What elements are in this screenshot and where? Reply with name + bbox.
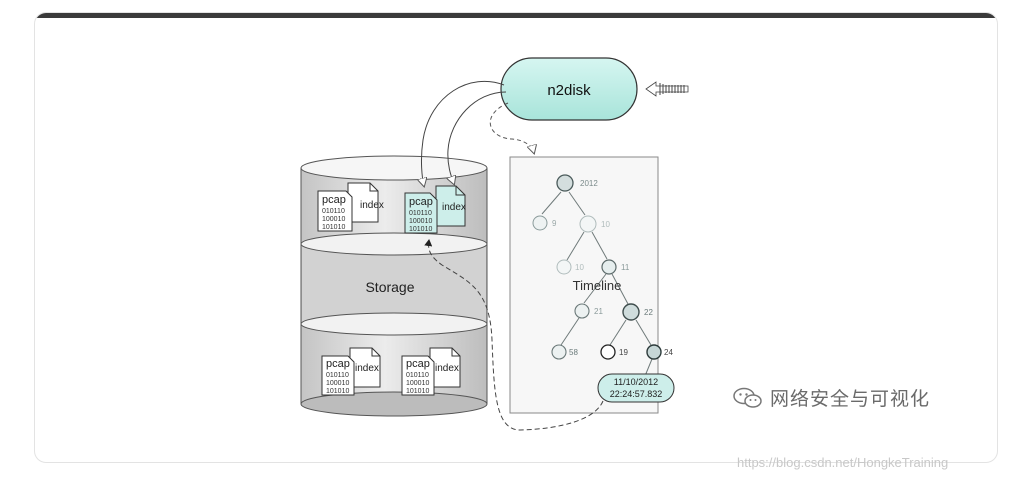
- tree-node-label: 22: [644, 308, 653, 317]
- pcap-bits-line: 100010: [409, 218, 432, 225]
- watermark-brand: 网络安全与可视化: [770, 388, 931, 410]
- pcap-label: pcap: [326, 358, 350, 370]
- pcap-bits-line: 101010: [409, 226, 432, 233]
- timeline-panel: [509, 156, 659, 414]
- n2disk-label: n2disk: [547, 82, 591, 99]
- tree-node-label: 11: [621, 263, 630, 272]
- pcap-bits-line: 101010: [326, 388, 349, 395]
- tree-node-label: 19: [619, 348, 628, 357]
- storage-label: Storage: [365, 279, 414, 295]
- pcap-label: pcap: [409, 196, 433, 208]
- tree-node: [646, 344, 662, 360]
- index-label: index: [435, 363, 459, 374]
- pcap-bits-line: 100010: [406, 380, 429, 387]
- tree-node-label: 58: [569, 348, 578, 357]
- timestamp-badge: 11/10/2012 22:24:57.832: [597, 373, 675, 403]
- tree-node: [622, 303, 640, 321]
- wechat-icon: [733, 387, 762, 408]
- timestamp-date: 11/10/2012: [614, 377, 658, 387]
- card-top-border: [35, 13, 997, 18]
- pcap-bits-line: 100010: [322, 216, 345, 223]
- tree-node: [532, 215, 548, 231]
- pcap-index-file-group: index pcap 010110 100010 101010: [401, 347, 461, 396]
- pcap-label: pcap: [322, 194, 346, 206]
- pcap-bits-line: 010110: [406, 372, 429, 379]
- index-label: index: [355, 363, 379, 374]
- timeline-tree-edges: [541, 191, 653, 377]
- pcap-bits-line: 010110: [409, 210, 432, 217]
- active-pcap-index-file-group: index pcap 010110 100010 101010: [404, 185, 466, 234]
- timeline-link-arrow: [489, 102, 534, 153]
- pcap-index-file-group: index pcap 010110 100010 101010: [321, 347, 381, 396]
- tree-node-label: 2012: [580, 179, 598, 188]
- index-label: index: [360, 200, 384, 211]
- pcap-bits-line: 010110: [322, 208, 345, 215]
- lookup-arrow: [424, 239, 604, 431]
- tree-node-label: 21: [594, 307, 603, 316]
- pcap-index-file-group: index pcap 010110 100010 101010: [317, 182, 384, 232]
- pcap-bits-line: 101010: [406, 388, 429, 395]
- tree-node: [601, 259, 617, 275]
- pcap-bits-line: 100010: [326, 380, 349, 387]
- tree-node: [556, 174, 574, 192]
- timestamp-time: 22:24:57.832: [610, 389, 663, 399]
- timeline-tree-nodes: 2012 9 10 10 11 Timeline 21 22 58 19 24: [532, 174, 673, 360]
- incoming-traffic-arrow-icon: [645, 81, 689, 97]
- tree-node: [556, 259, 572, 275]
- tree-node: [579, 215, 597, 233]
- tree-node-label: 9: [552, 219, 557, 228]
- timeline-label: Timeline: [573, 278, 622, 293]
- index-label: index: [442, 202, 466, 213]
- tree-node-label: 10: [575, 263, 584, 272]
- tree-node: [551, 344, 567, 360]
- wechat-watermark: 网络安全与可视化: [732, 384, 930, 411]
- write-arrows: [421, 80, 507, 186]
- pcap-bits-line: 010110: [326, 372, 349, 379]
- tree-node: [574, 303, 590, 319]
- n2disk-node: n2disk: [500, 57, 638, 121]
- pcap-label: pcap: [406, 358, 430, 370]
- watermark-url: https://blog.csdn.net/HongkeTraining: [737, 455, 949, 470]
- tree-node-label: 10: [601, 220, 610, 229]
- tree-node: [600, 344, 616, 360]
- tree-node-label: 24: [664, 348, 673, 357]
- pcap-bits-line: 101010: [322, 224, 345, 231]
